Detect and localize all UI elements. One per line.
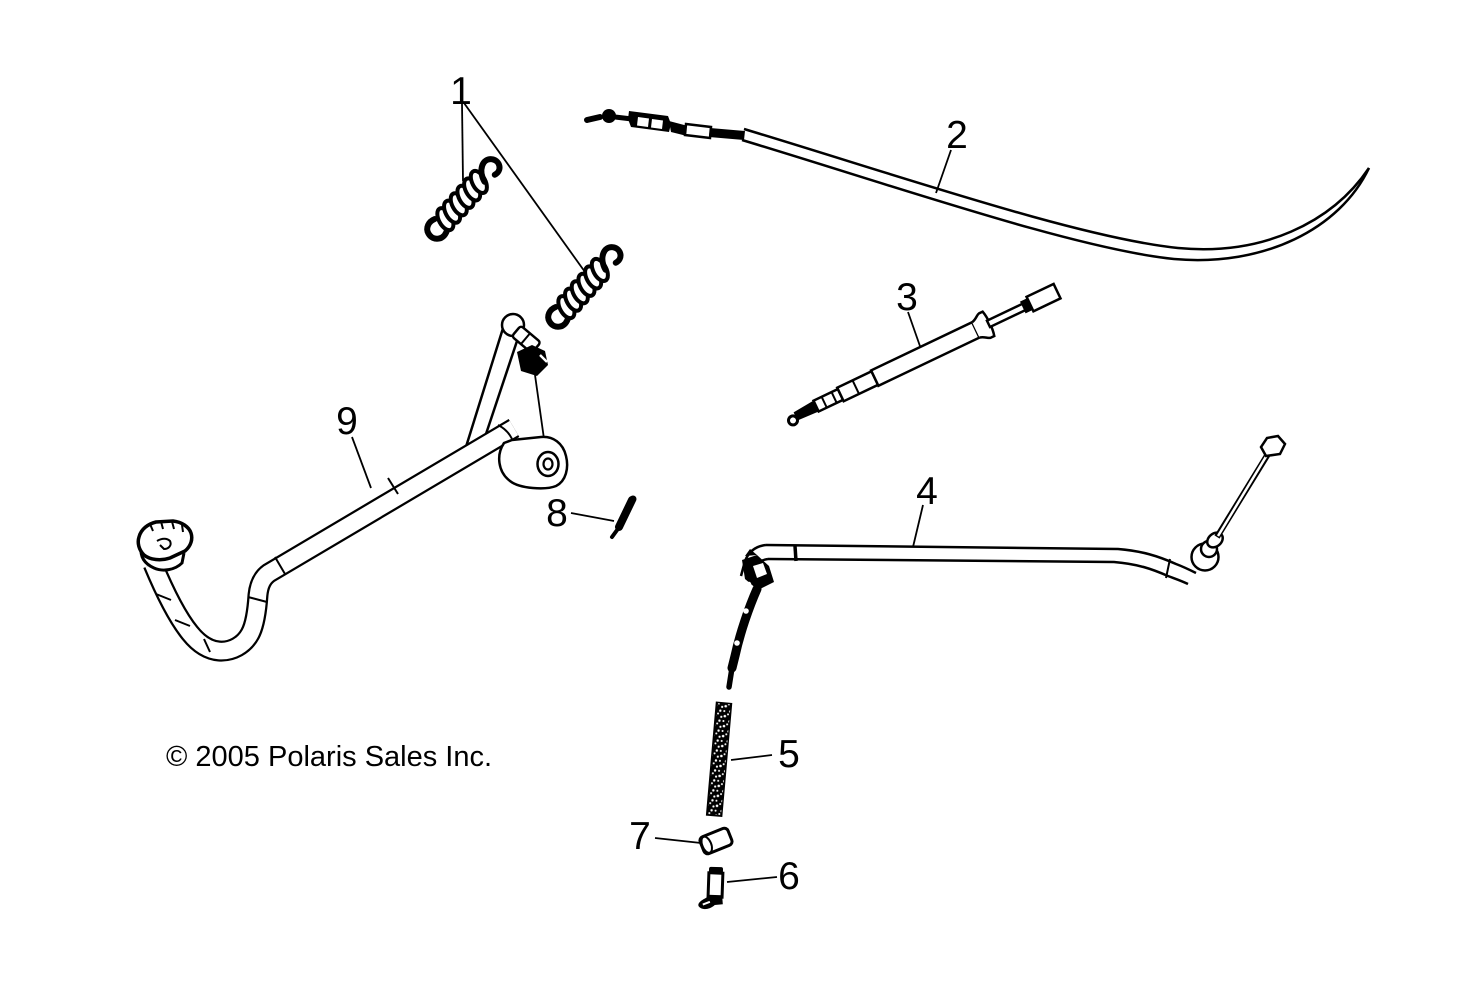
part-3-adjuster-rod bbox=[786, 282, 1063, 427]
leader-5 bbox=[730, 754, 773, 761]
part-2-brake-cable bbox=[584, 109, 1371, 262]
callout-3: 3 bbox=[896, 276, 918, 319]
leader-lines bbox=[351, 102, 952, 883]
callout-7: 7 bbox=[629, 815, 651, 858]
leader-6 bbox=[726, 876, 778, 883]
leader-1b bbox=[463, 102, 586, 273]
part-7-bushing bbox=[698, 826, 734, 856]
callout-5: 5 bbox=[778, 733, 800, 776]
leader-7 bbox=[654, 837, 702, 844]
leader-3 bbox=[907, 311, 922, 350]
part-5-knurled-sleeve bbox=[705, 701, 733, 818]
leader-8 bbox=[570, 512, 615, 522]
leader-2 bbox=[935, 149, 952, 194]
callout-9: 9 bbox=[336, 400, 358, 443]
leader-4 bbox=[912, 504, 924, 548]
callout-labels: 1 2 3 4 5 6 7 8 9 bbox=[336, 70, 968, 898]
callout-6: 6 bbox=[778, 855, 800, 898]
copyright-notice: © 2005 Polaris Sales Inc. bbox=[166, 741, 492, 773]
part-8-pin bbox=[610, 495, 637, 539]
leader-1a bbox=[461, 102, 464, 182]
callout-8: 8 bbox=[546, 492, 568, 535]
part-1-return-springs bbox=[420, 153, 628, 333]
part-9-brake-pedal bbox=[136, 312, 569, 662]
callout-2: 2 bbox=[946, 114, 968, 157]
leader-9 bbox=[351, 436, 372, 489]
callout-4: 4 bbox=[916, 470, 938, 513]
part-4-brake-rod bbox=[726, 434, 1287, 690]
callout-1: 1 bbox=[450, 70, 472, 113]
part-6-cable-end bbox=[698, 866, 725, 910]
